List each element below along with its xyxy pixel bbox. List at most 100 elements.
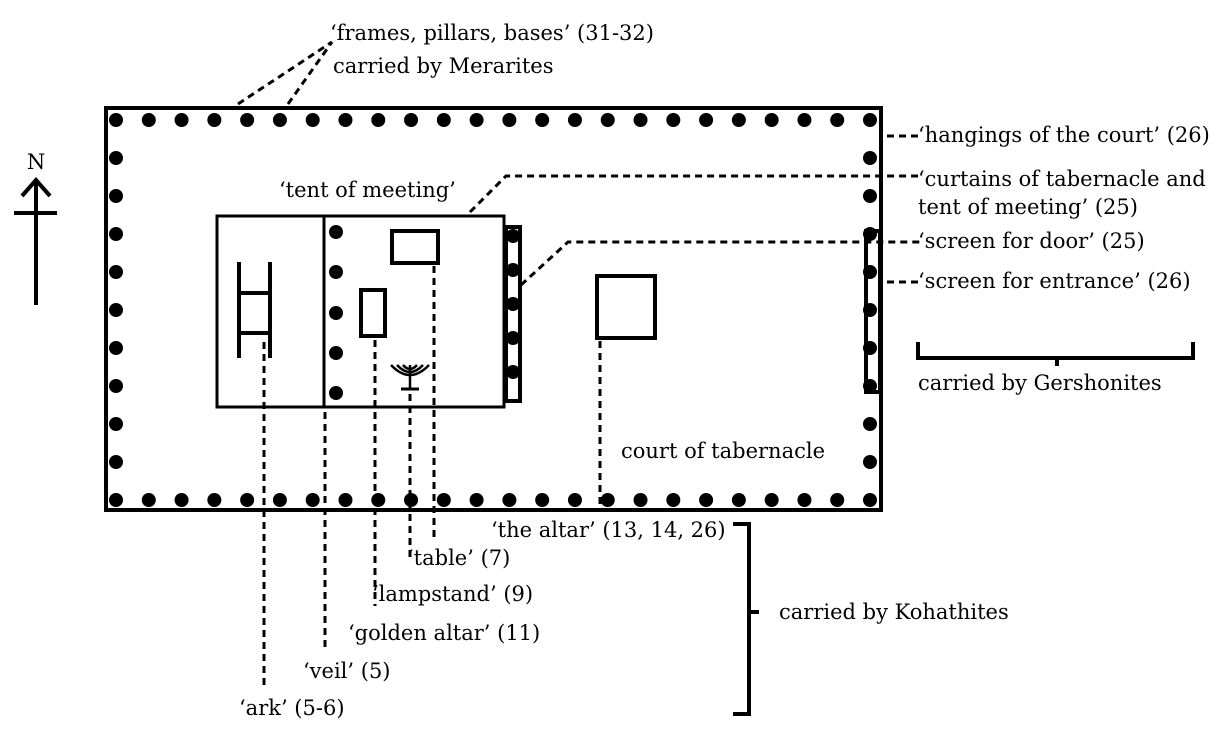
door-pillar <box>506 365 520 379</box>
court-pillar <box>863 189 877 203</box>
court-pillar <box>764 113 779 127</box>
north-arrow-icon <box>14 176 57 305</box>
court-pillar <box>109 113 123 127</box>
court-pillar <box>567 113 582 127</box>
court-pillar <box>666 493 681 507</box>
court-pillar <box>404 113 419 127</box>
court-pillar <box>731 493 746 507</box>
label-lampstand: ‘lampstand’ (9) <box>372 582 533 606</box>
label-tent-of-meeting: ‘tent of meeting’ <box>279 178 456 202</box>
court-pillars <box>109 113 877 507</box>
court-pillar <box>109 303 123 317</box>
court-pillar <box>502 113 517 127</box>
screen-for-door <box>504 225 522 403</box>
court-pillar <box>109 341 123 355</box>
label-veil: ‘veil’ (5) <box>303 659 391 683</box>
court-pillar <box>109 151 123 165</box>
kohathites-bracket <box>733 522 751 716</box>
court-pillar <box>207 493 222 507</box>
court-pillar <box>371 113 386 127</box>
court-pillar <box>863 455 877 469</box>
court-pillar <box>535 113 550 127</box>
court-pillar <box>240 493 255 507</box>
label-screen-door: ‘screen for door’ (25) <box>918 229 1145 253</box>
court-pillar <box>830 113 845 127</box>
label-golden-altar: ‘golden altar’ (11) <box>348 621 540 645</box>
veil-pillar <box>329 386 343 400</box>
court-pillar <box>863 417 877 431</box>
court-pillar <box>109 379 123 393</box>
label-court: court of tabernacle <box>621 439 825 463</box>
gershonites-bracket <box>916 342 1195 360</box>
altar-icon <box>595 274 657 340</box>
label-kohathites: carried by Kohathites <box>779 600 1009 624</box>
court-pillar <box>109 417 123 431</box>
court-pillar <box>600 113 615 127</box>
court-pillar <box>633 113 648 127</box>
court-pillar <box>469 113 484 127</box>
label-table: ‘table’ (7) <box>407 546 510 570</box>
veil-pillar <box>329 225 343 239</box>
door-pillars <box>506 229 520 379</box>
court-pillar <box>207 113 222 127</box>
court-pillar <box>502 493 517 507</box>
court-pillar <box>600 493 615 507</box>
court-pillar <box>109 265 123 279</box>
label-merarites: carried by Merarites <box>333 54 554 78</box>
veil-pillars <box>329 225 343 400</box>
door-pillar <box>506 331 520 345</box>
court-pillar <box>666 113 681 127</box>
label-curtains-line1: ‘curtains of tabernacle and <box>918 167 1206 191</box>
court-pillar <box>371 493 386 507</box>
court-pillar <box>699 113 714 127</box>
court-pillar <box>436 493 451 507</box>
court-pillar <box>272 493 287 507</box>
court-pillar <box>863 151 877 165</box>
court-pillar <box>535 493 550 507</box>
door-pillar <box>506 263 520 277</box>
lampstand-icon <box>390 364 430 391</box>
label-screen-entrance: ‘screen for entrance’ (26) <box>918 269 1191 293</box>
label-gershonites: carried by Gershonites <box>918 371 1162 395</box>
court-pillar <box>731 113 746 127</box>
court-pillar <box>174 493 189 507</box>
golden-altar-icon <box>359 288 387 338</box>
leader-lines <box>237 40 920 688</box>
court-pillar <box>699 493 714 507</box>
veil-pillar <box>329 346 343 360</box>
table-icon <box>390 229 440 265</box>
court-pillar <box>338 113 353 127</box>
court-pillar <box>305 113 320 127</box>
court-pillar <box>469 493 484 507</box>
court-pillar <box>240 113 255 127</box>
court-pillar <box>436 113 451 127</box>
door-pillar <box>506 229 520 243</box>
label-altar: ‘the altar’ (13, 14, 26) <box>491 518 726 542</box>
ark-icon <box>237 262 272 358</box>
label-frames: ‘frames, pillars, bases’ (31-32) <box>330 21 654 45</box>
door-pillar <box>506 297 520 311</box>
court-pillar <box>272 113 287 127</box>
court-pillar <box>404 493 419 507</box>
court-pillar <box>797 113 812 127</box>
court-pillar <box>141 493 156 507</box>
court-pillar <box>109 493 123 507</box>
veil-pillar <box>329 265 343 279</box>
court-pillar <box>797 493 812 507</box>
court-pillar <box>109 227 123 241</box>
court-pillar <box>863 493 877 507</box>
court-pillar <box>567 493 582 507</box>
court-pillar <box>633 493 648 507</box>
screen-for-entrance <box>864 229 882 394</box>
court-pillar <box>764 493 779 507</box>
compass-label: N <box>27 150 45 174</box>
court-pillar <box>863 113 877 127</box>
label-curtains-line2: tent of meeting’ (25) <box>918 195 1138 219</box>
label-ark: ‘ark’ (5-6) <box>239 696 345 720</box>
court-pillar <box>830 493 845 507</box>
court-pillar <box>338 493 353 507</box>
court-pillar <box>174 113 189 127</box>
court-pillar <box>109 455 123 469</box>
label-hangings: ‘hangings of the court’ (26) <box>918 123 1210 147</box>
veil-pillar <box>329 306 343 320</box>
